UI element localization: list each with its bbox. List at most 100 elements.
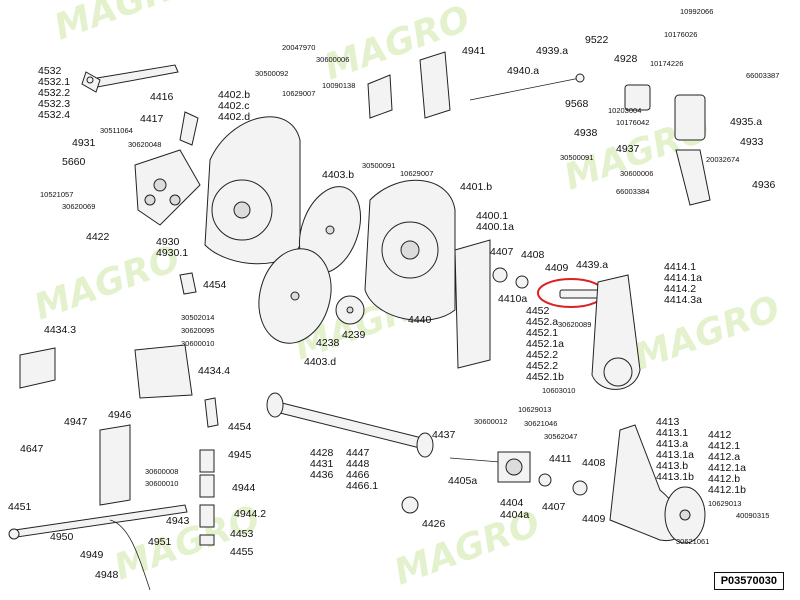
part-label: 30620095 <box>181 326 214 335</box>
cable-4948[interactable] <box>109 519 151 591</box>
belt-guard-4414[interactable] <box>591 274 641 390</box>
part-label: 20032674 <box>706 155 739 164</box>
part-label: 5660 <box>62 156 86 168</box>
bearings-4407-4408[interactable] <box>492 267 529 289</box>
part-label: 4532 <box>38 65 62 77</box>
part-label: 30511064 <box>100 126 133 135</box>
part-label: 30620069 <box>62 202 95 211</box>
shaft-4428[interactable] <box>266 392 434 458</box>
part-label: 4440 <box>408 314 432 326</box>
part-label: 66003384 <box>616 187 649 196</box>
part-label: 4412.1b <box>708 484 746 496</box>
cover-4434-4[interactable] <box>134 344 193 399</box>
hose-4454-lower[interactable] <box>204 397 219 428</box>
tube-4950[interactable] <box>8 504 188 540</box>
part-label: 30620048 <box>128 140 161 149</box>
part-label: 4413.a <box>656 438 688 450</box>
part-label: 4412.a <box>708 451 740 463</box>
part-label: 4409 <box>545 262 569 274</box>
bearing-housing-4405a[interactable] <box>449 451 531 483</box>
bearings-4407-4408-lower[interactable] <box>538 473 588 496</box>
part-label: 4452.2 <box>526 360 558 372</box>
part-label: 4452.1a <box>526 338 564 350</box>
part-label: 4431 <box>310 458 334 470</box>
cover-4434-3[interactable] <box>19 347 56 389</box>
cover-10090138[interactable] <box>367 74 393 119</box>
impeller-4403d[interactable] <box>249 241 341 352</box>
part-label: 4947 <box>64 416 88 428</box>
part-label: 4436 <box>310 469 334 481</box>
part-label: 30621061 <box>676 537 709 546</box>
part-label: 4403.b <box>322 169 354 181</box>
shaft-4452-highlighted[interactable] <box>537 278 605 308</box>
valve-4928[interactable] <box>624 84 711 206</box>
part-label: 30600010 <box>145 479 178 488</box>
part-label: 30502014 <box>181 313 214 322</box>
part-label: 4448 <box>346 458 370 470</box>
part-label: 4928 <box>614 53 638 65</box>
part-label: 30500091 <box>362 161 395 170</box>
part-label: 30562047 <box>544 432 577 441</box>
cover-4941[interactable] <box>419 51 451 119</box>
fan-housing-4402[interactable] <box>204 116 301 265</box>
frame-4440[interactable] <box>454 239 491 369</box>
part-label: 4413.1 <box>656 427 688 439</box>
disc-4239[interactable] <box>335 295 365 325</box>
bracket-4532[interactable] <box>81 64 179 93</box>
part-label: 4414.1a <box>664 272 702 284</box>
part-label: 4402.c <box>218 100 250 112</box>
part-label: 4403.d <box>304 356 336 368</box>
part-label: 4417 <box>140 113 164 125</box>
part-label: 4404a <box>500 509 529 521</box>
part-label: 4466 <box>346 469 370 481</box>
part-label: 4951 <box>148 536 172 548</box>
part-label: 4949 <box>80 549 104 561</box>
part-label: 30600006 <box>620 169 653 178</box>
fan-housing-4401b[interactable] <box>364 179 456 321</box>
part-label: 4451 <box>8 501 32 513</box>
part-label: 4238 <box>316 337 340 349</box>
pulley-4426[interactable] <box>401 496 419 514</box>
part-label: 4950 <box>50 531 74 543</box>
part-label: 4452.1b <box>526 371 564 383</box>
part-label: 4937 <box>616 143 640 155</box>
part-label: 4412.1 <box>708 440 740 452</box>
disc-4403b[interactable] <box>288 178 371 282</box>
part-label: 4434.4 <box>198 365 230 377</box>
part-label: 66003387 <box>746 71 779 80</box>
part-label: 10629007 <box>282 89 315 98</box>
part-label: 4943 <box>166 515 190 527</box>
part-label: 4412 <box>708 429 732 441</box>
part-label: 4936 <box>752 179 776 191</box>
part-label: 4400.1a <box>476 221 514 233</box>
part-label: 4453 <box>230 528 254 540</box>
part-label: 4408 <box>582 457 606 469</box>
part-label: 10176042 <box>616 118 649 127</box>
part-label: 4452.1 <box>526 327 558 339</box>
gearbox-4931[interactable] <box>134 149 201 226</box>
part-label: 30620089 <box>558 320 591 329</box>
part-label: 30500092 <box>255 69 288 78</box>
part-label: 40090315 <box>736 511 769 520</box>
part-label: 10090138 <box>322 81 355 90</box>
pipe-fittings-4944[interactable] <box>199 449 215 546</box>
rod-4940a[interactable] <box>469 73 585 101</box>
part-label: 4414.1 <box>664 261 696 273</box>
hose-4416[interactable] <box>179 111 199 146</box>
frame-4947[interactable] <box>99 424 131 506</box>
part-label: 4532.4 <box>38 109 70 121</box>
part-label: 4414.3a <box>664 294 702 306</box>
part-label: 4933 <box>740 136 764 148</box>
part-label: 4944 <box>232 482 256 494</box>
part-label: 4404 <box>500 497 524 509</box>
part-label: 4941 <box>462 45 486 57</box>
part-label: 4412.1a <box>708 462 746 474</box>
watermark-text: MAGRO <box>629 288 785 378</box>
hose-4454[interactable] <box>179 272 197 295</box>
part-label: 4413 <box>656 416 680 428</box>
pulley-4412[interactable] <box>664 486 706 544</box>
part-label: 4407 <box>542 501 566 513</box>
part-label: 4945 <box>228 449 252 461</box>
part-label: 4437 <box>432 429 456 441</box>
part-label: 4948 <box>95 569 119 581</box>
